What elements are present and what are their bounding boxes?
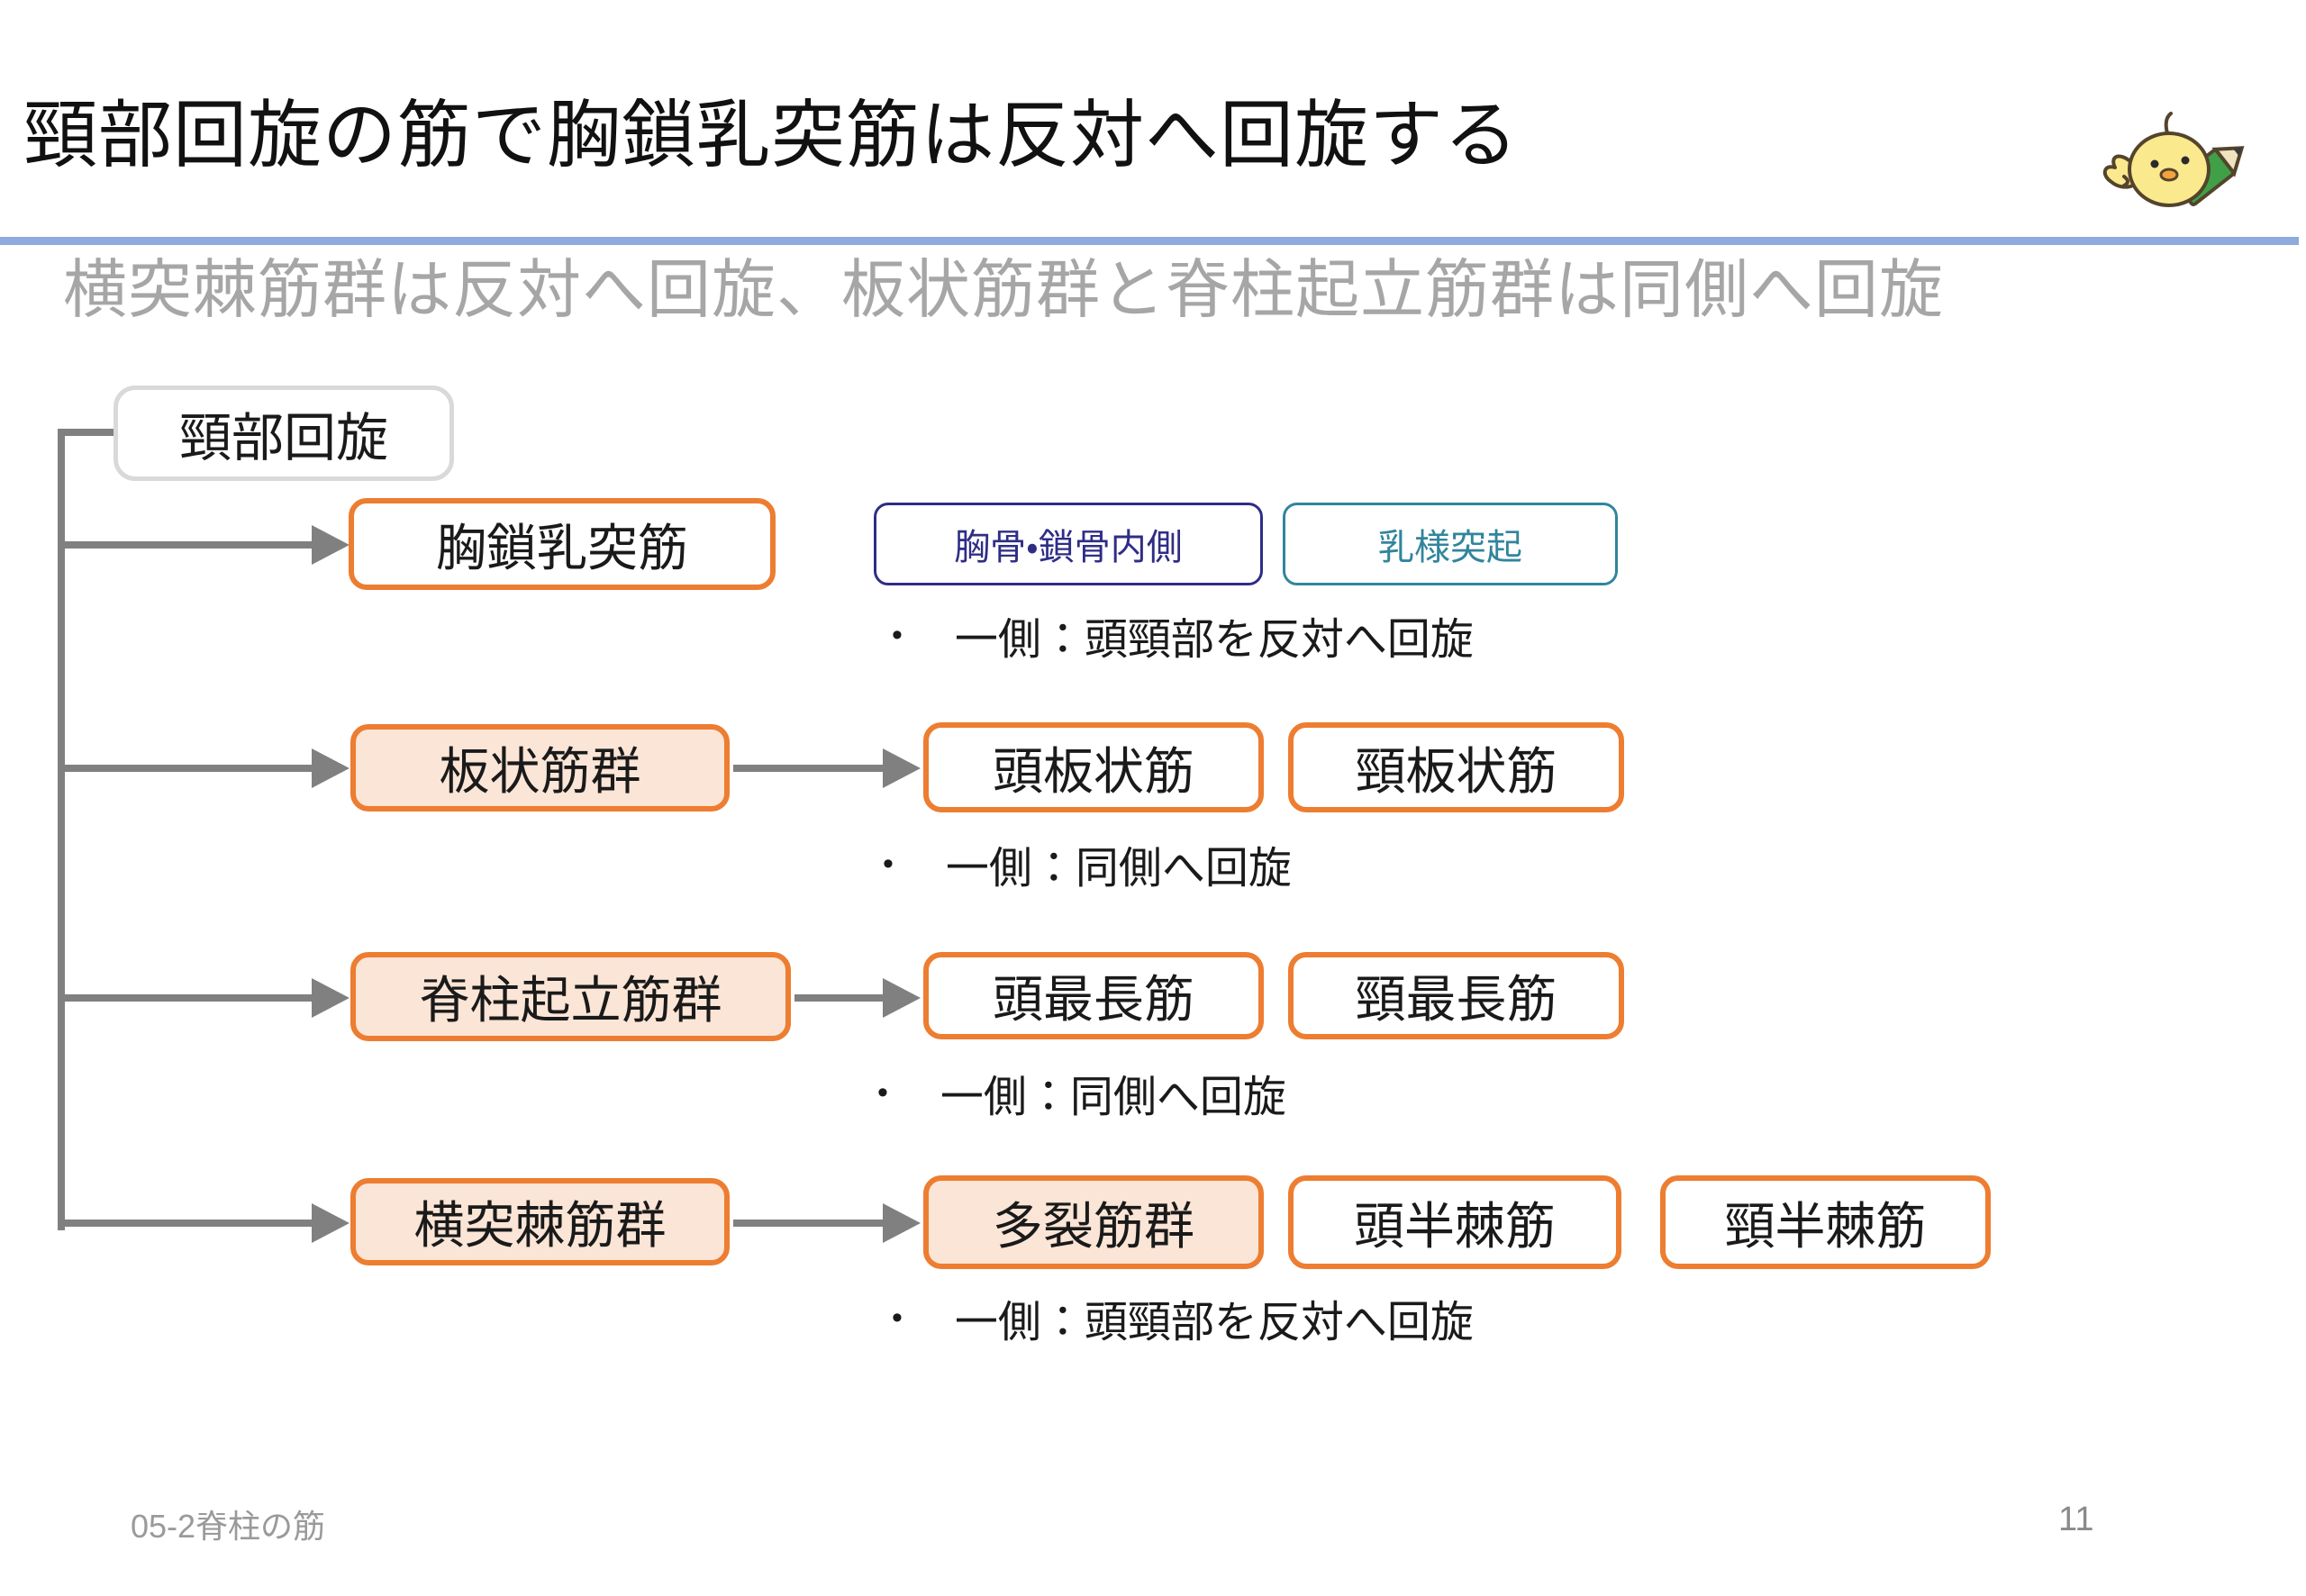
- node-group-1: 胸鎖乳突筋: [349, 498, 776, 590]
- note-text: 一側：同側へ回旋: [945, 845, 1292, 893]
- node-group-4: 横突棘筋群: [350, 1178, 730, 1265]
- arrowhead-branch-1: [312, 525, 350, 565]
- arrowhead-row2: [883, 748, 921, 788]
- note-row-3: • 一側：同側へ回旋: [877, 1061, 1286, 1124]
- node-child-3-1: 頭最長筋: [923, 952, 1264, 1039]
- connector-branch-4: [58, 1220, 315, 1227]
- node-root: 頸部回旋: [113, 385, 454, 481]
- footer-section-label: 05-2脊柱の筋: [131, 1508, 326, 1545]
- bullet-dot: •: [883, 846, 894, 881]
- note-text: 一側：頭頸部を反対へ回旋: [954, 616, 1474, 664]
- connector-trunk: [58, 429, 65, 1230]
- arrowhead-branch-2: [312, 748, 350, 788]
- arrowhead-branch-3: [312, 978, 350, 1018]
- note-row-1: • 一側：頭頸部を反対へ回旋: [892, 603, 1474, 667]
- node-child-4-1: 多裂筋群: [923, 1175, 1264, 1269]
- note-text: 一側：頭頸部を反対へ回旋: [954, 1299, 1474, 1347]
- node-origin-sternum: 胸骨・鎖骨内側: [874, 503, 1263, 585]
- page-title: 頸部回旋の筋で胸鎖乳突筋は反対へ回旋する: [23, 95, 1520, 177]
- node-child-2-1: 頭板状筋: [923, 722, 1264, 812]
- node-child-3-2: 頸最長筋: [1288, 952, 1624, 1039]
- connector-root-stub: [58, 429, 113, 436]
- node-insertion-mastoid: 乳様突起: [1283, 503, 1618, 585]
- connector-branch-3: [58, 994, 315, 1002]
- bullet-dot: •: [892, 1300, 903, 1335]
- arrowhead-row3: [883, 978, 921, 1018]
- node-group-2: 板状筋群: [350, 724, 730, 812]
- node-group-3: 脊柱起立筋群: [350, 952, 791, 1041]
- connector-row3: [794, 994, 886, 1002]
- note-text: 一側：同側へ回旋: [940, 1074, 1286, 1121]
- connector-row2: [733, 765, 886, 772]
- node-child-4-3: 頸半棘筋: [1660, 1175, 1991, 1269]
- chick-with-pencil-icon: [2102, 112, 2245, 207]
- note-row-4: • 一側：頭頸部を反対へ回旋: [892, 1286, 1474, 1349]
- node-child-2-2: 頸板状筋: [1288, 722, 1624, 812]
- arrowhead-row4: [883, 1203, 921, 1243]
- connector-branch-2: [58, 765, 315, 772]
- title-underline: [0, 237, 2299, 245]
- connector-row4: [733, 1220, 886, 1227]
- bullet-dot: •: [877, 1075, 888, 1110]
- arrowhead-branch-4: [312, 1203, 350, 1243]
- connector-branch-1: [58, 541, 315, 549]
- bullet-dot: •: [892, 617, 903, 652]
- node-child-4-2: 頭半棘筋: [1288, 1175, 1621, 1269]
- page-subtitle: 横突棘筋群は反対へ回旋、板状筋群と脊柱起立筋群は同側へ回旋: [63, 255, 1945, 326]
- note-row-2: • 一側：同側へ回旋: [883, 832, 1292, 895]
- page-number: 11: [2058, 1501, 2094, 1538]
